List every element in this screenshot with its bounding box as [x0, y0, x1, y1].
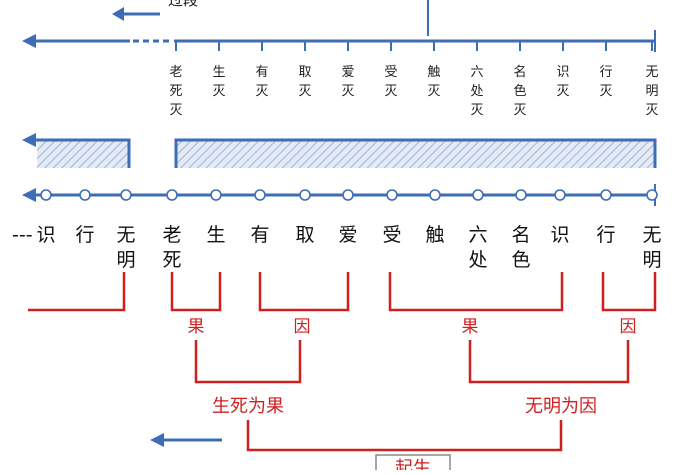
timeline-circle	[79, 189, 91, 201]
top-link-char: 灭	[599, 84, 612, 99]
bottom-left-arrow	[150, 433, 222, 447]
bottom-link-char: 识	[550, 224, 569, 246]
bottom-link-labels: 识行无明老死生有取爱受触六处名色识行无明	[36, 224, 661, 271]
bottom-link-char: 处	[468, 249, 487, 271]
top-link-char: 行	[599, 65, 612, 80]
timeline-circle	[40, 189, 52, 201]
top-link-char: 有	[255, 65, 268, 80]
bottom-link-char: 生	[206, 224, 225, 246]
top-link-char: 生	[212, 65, 225, 80]
bottom-link-char: 明	[116, 249, 135, 271]
timeline-circle	[342, 189, 354, 201]
top-link-char: 无	[645, 65, 658, 80]
bracket-wuming	[468, 340, 630, 384]
bottom-link-char: 无	[116, 224, 135, 246]
top-link-char: 灭	[298, 84, 311, 99]
bottom-link-char: 识	[36, 224, 55, 246]
bracket-yin2	[601, 272, 657, 312]
timeline-circle	[210, 189, 222, 201]
bottom-link-char: 色	[511, 249, 530, 271]
bracket-yin1	[258, 272, 350, 312]
bracket-final	[246, 420, 563, 452]
top-link-char: 灭	[513, 103, 526, 118]
top-left-arrow	[112, 7, 160, 21]
top-link-char: 取	[298, 65, 311, 80]
top-label: 过段	[168, 0, 198, 9]
timeline-circle	[120, 189, 132, 201]
middle-circles	[40, 189, 658, 201]
timeline-circle	[600, 189, 612, 201]
top-link-char: 触	[427, 65, 440, 80]
timeline-circle	[299, 189, 311, 201]
top-link-char: 死	[169, 84, 182, 99]
bracket-guo1	[170, 272, 222, 312]
label-yin2: 因	[620, 317, 637, 337]
timeline-circle	[472, 189, 484, 201]
top-timeline	[22, 30, 656, 52]
timeline-circle	[429, 189, 441, 201]
bottom-ellipsis: ---	[12, 224, 33, 246]
bottom-link-char: 取	[295, 224, 314, 246]
bottom-link-char: 死	[162, 249, 181, 271]
top-link-char: 灭	[427, 84, 440, 99]
top-link-char: 灭	[212, 84, 225, 99]
bottom-link-char: 六	[468, 224, 487, 246]
timeline-circle	[515, 189, 527, 201]
bottom-link-char: 爱	[338, 224, 357, 246]
top-link-char: 灭	[470, 103, 483, 118]
top-link-char: 处	[470, 84, 483, 99]
bottom-link-char: 明	[642, 249, 661, 271]
bottom-link-char: 名	[511, 224, 530, 246]
bottom-box-label: 起生	[395, 458, 431, 470]
timeline-circle	[254, 189, 266, 201]
top-link-char: 灭	[169, 103, 182, 118]
top-link-char: 六	[470, 65, 483, 80]
timeline-circle	[646, 189, 658, 201]
label-guo2: 果	[462, 317, 479, 337]
bottom-link-char: 行	[75, 224, 94, 246]
top-link-char: 识	[556, 65, 569, 80]
label-shengsi-weiguo: 生死为果	[212, 396, 284, 417]
red-brackets	[28, 272, 657, 452]
top-link-char: 色	[513, 83, 526, 99]
label-guo1: 果	[188, 317, 205, 337]
top-link-char: 老	[169, 65, 182, 80]
bottom-link-char: 触	[425, 224, 444, 246]
bottom-link-char: 行	[596, 224, 615, 246]
top-link-char: 灭	[341, 84, 354, 99]
bottom-link-char: 老	[162, 224, 181, 246]
bracket-shengsi	[194, 340, 302, 384]
timeline-circle	[554, 189, 566, 201]
band-right	[174, 138, 657, 168]
timeline-circle	[166, 189, 178, 201]
top-link-char: 明	[645, 84, 658, 99]
bottom-link-char: 受	[382, 224, 401, 246]
top-link-char: 灭	[645, 103, 658, 118]
top-link-char: 灭	[255, 84, 268, 99]
label-yin1: 因	[294, 317, 311, 337]
bottom-link-char: 无	[642, 224, 661, 246]
top-ticks	[175, 41, 653, 51]
bracket-guo2	[388, 272, 564, 312]
top-link-char: 名	[513, 64, 526, 80]
label-wuming-weiyin: 无明为因	[525, 396, 597, 417]
top-link-char: 灭	[556, 84, 569, 99]
bracket-left	[28, 272, 126, 312]
top-link-char: 灭	[384, 84, 397, 99]
band-left	[22, 133, 131, 168]
bottom-box: 起生	[375, 454, 451, 475]
top-link-char: 爱	[341, 65, 354, 80]
top-link-char: 受	[384, 65, 397, 80]
bottom-link-char: 有	[250, 224, 269, 246]
timeline-circle	[386, 189, 398, 201]
